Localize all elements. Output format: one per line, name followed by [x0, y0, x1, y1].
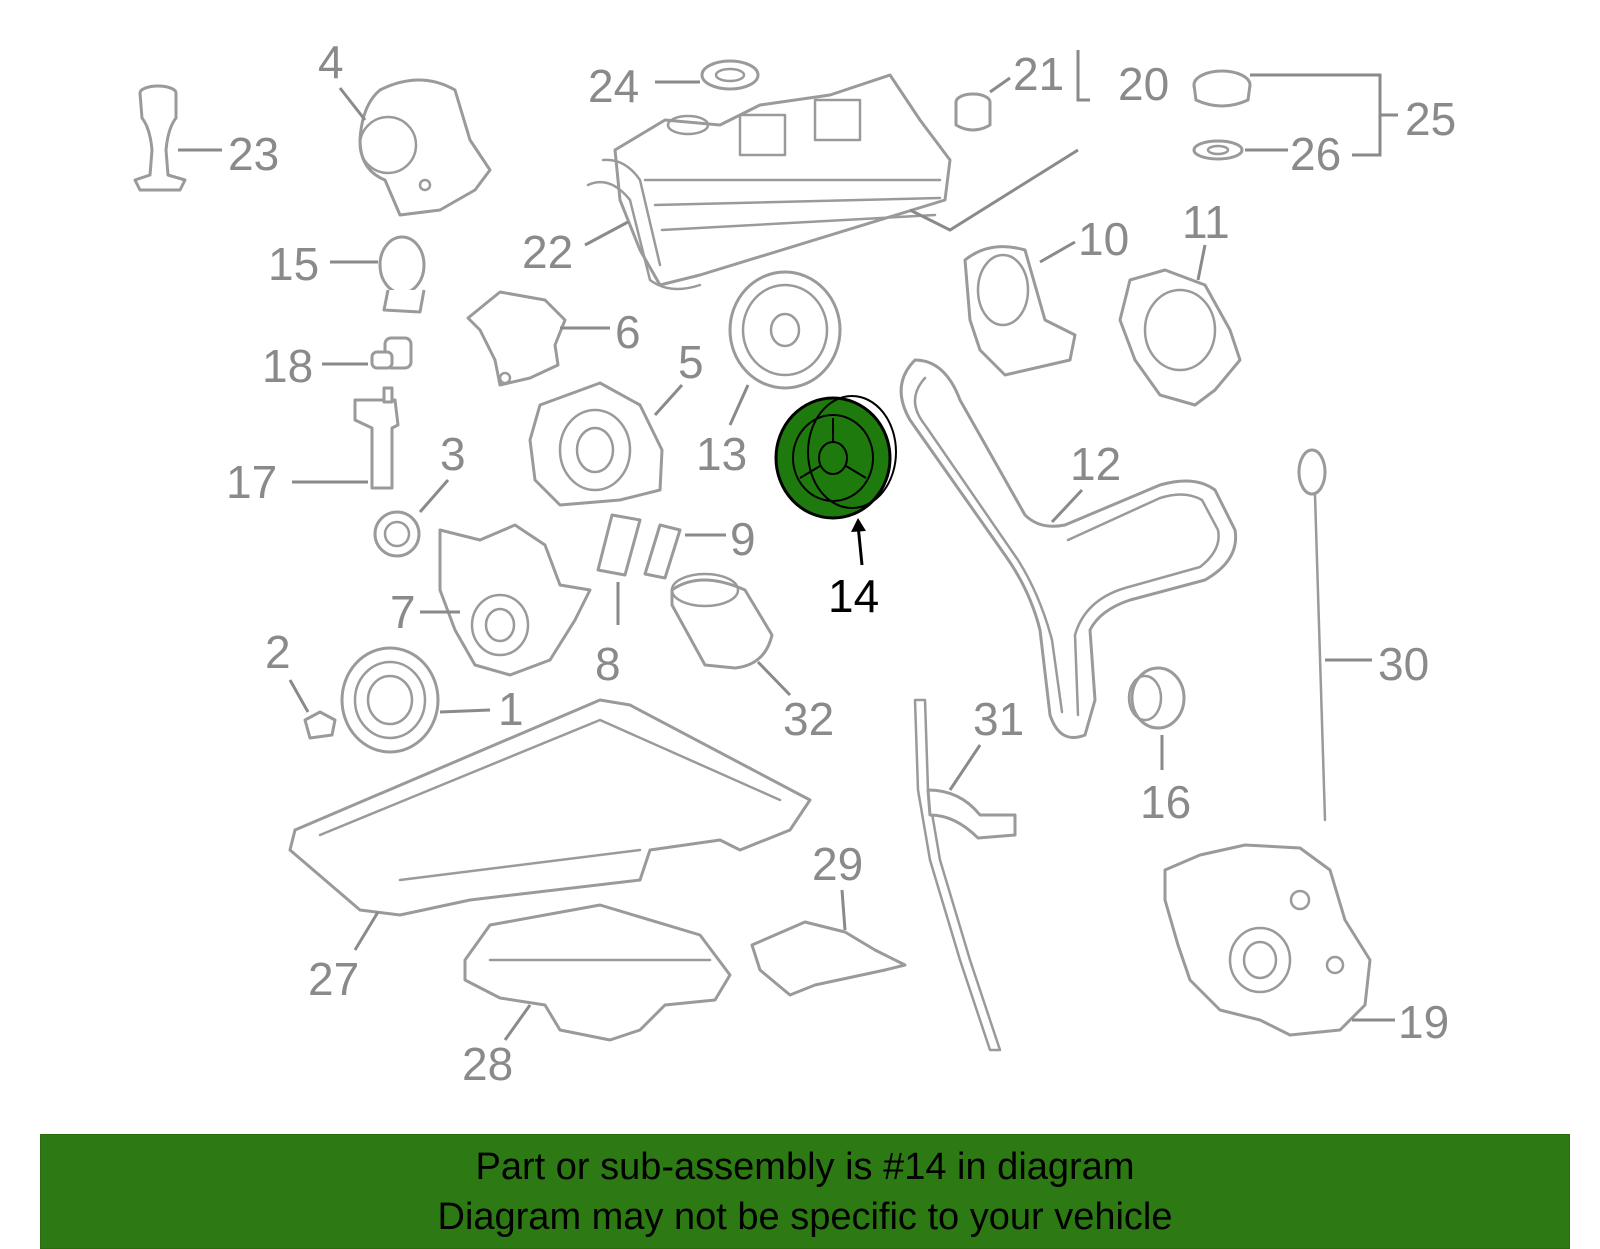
label-17: 17: [226, 456, 277, 508]
leader-14: [856, 524, 864, 566]
label-19: 19: [1398, 996, 1449, 1048]
leader-13: [728, 384, 750, 426]
label-32: 32: [783, 693, 834, 745]
leader-3: [418, 479, 450, 513]
part-11-cover[interactable]: [1118, 268, 1242, 407]
part-5-housing[interactable]: [528, 381, 664, 507]
label-28: 28: [462, 1038, 513, 1090]
label-22: 22: [522, 226, 573, 278]
label-26: 26: [1290, 128, 1341, 180]
part-4-cover[interactable]: [358, 78, 492, 217]
banner-line-1: Part or sub-assembly is #14 in diagram: [475, 1145, 1135, 1188]
leader-20: [909, 148, 1079, 232]
part-14-cam-pulley[interactable]: [774, 395, 897, 520]
label-8: 8: [595, 638, 621, 690]
leader-14-arrowhead: [851, 518, 866, 532]
leader-32: [756, 660, 792, 697]
part-28-oil-pan-lower[interactable]: [463, 903, 732, 1042]
part-32-oil-filter[interactable]: [670, 572, 774, 670]
leader-22: [584, 220, 629, 247]
info-banner: Part or sub-assembly is #14 in diagram D…: [40, 1134, 1570, 1249]
part-9-gasket[interactable]: [643, 523, 682, 580]
label-18: 18: [262, 340, 313, 392]
label-7: 7: [390, 586, 416, 638]
label-14: 14: [828, 570, 879, 622]
part-24-seal[interactable]: [700, 59, 760, 91]
leader-5: [653, 383, 684, 417]
part-15-clamp[interactable]: [378, 235, 426, 314]
label-3: 3: [440, 428, 466, 480]
label-30: 30: [1378, 638, 1429, 690]
label-23: 23: [228, 128, 279, 180]
part-3-pulley[interactable]: [373, 510, 421, 558]
label-2: 2: [265, 626, 291, 678]
part-7-tensioner[interactable]: [438, 523, 592, 677]
label-4: 4: [318, 36, 344, 88]
leader-4: [338, 87, 367, 121]
banner-line-2: Diagram may not be specific to your vehi…: [437, 1195, 1173, 1238]
leader-31: [948, 744, 982, 791]
part-22-gasket[interactable]: [586, 158, 702, 291]
part-1-crank-pulley[interactable]: [340, 646, 440, 754]
part-6-bracket[interactable]: [466, 290, 567, 387]
part-17-sensor[interactable]: [353, 386, 400, 490]
part-8-gasket[interactable]: [596, 513, 642, 577]
label-1: 1: [498, 683, 524, 735]
part-13-cam-pulley[interactable]: [728, 270, 842, 390]
part-29-baffle[interactable]: [750, 920, 907, 997]
label-6: 6: [615, 306, 641, 358]
label-11: 11: [1182, 196, 1230, 248]
label-12: 12: [1070, 438, 1121, 490]
label-9: 9: [730, 513, 756, 565]
part-10-housing[interactable]: [963, 245, 1077, 377]
label-10: 10: [1078, 213, 1129, 265]
label-25: 25: [1405, 93, 1456, 145]
leader-20-bracket: [1076, 50, 1090, 102]
part-25-oil-cap[interactable]: [1192, 69, 1252, 108]
part-19-oil-pump[interactable]: [1163, 843, 1372, 1037]
part-16-idler[interactable]: [1127, 666, 1186, 730]
part-18-sensor[interactable]: [370, 336, 413, 370]
label-21: 21: [1013, 48, 1064, 100]
part-2-bolt[interactable]: [303, 710, 337, 740]
leader-28: [503, 1004, 532, 1041]
label-29: 29: [812, 838, 863, 890]
label-31: 31: [973, 693, 1024, 745]
label-24: 24: [588, 60, 639, 112]
label-13: 13: [696, 428, 747, 480]
part-27-oil-pan-upper[interactable]: [288, 698, 812, 917]
label-5: 5: [678, 336, 704, 388]
leader-11: [1196, 244, 1207, 281]
part-30-dipstick[interactable]: [1297, 448, 1327, 822]
label-20: 20: [1118, 58, 1169, 110]
leader-12: [1050, 488, 1084, 524]
part-26-cap-gasket[interactable]: [1192, 139, 1244, 161]
leader-2: [288, 679, 310, 713]
leader-27: [353, 911, 380, 951]
banner-background: [40, 1134, 1570, 1249]
label-27: 27: [308, 953, 359, 1005]
label-16: 16: [1140, 776, 1191, 828]
leader-10: [1039, 240, 1076, 264]
part-21-grommet[interactable]: [954, 92, 992, 132]
leader-29: [840, 889, 847, 931]
part-20-valve-cover[interactable]: [613, 73, 952, 287]
part-12-timing-belt[interactable]: [899, 358, 1238, 739]
label-15: 15: [268, 238, 319, 290]
leader-21: [989, 76, 1011, 94]
part-23-oil-filler-neck[interactable]: [133, 84, 187, 192]
leader-1: [439, 708, 491, 714]
part-31-dipstick-tube[interactable]: [913, 698, 1017, 1052]
